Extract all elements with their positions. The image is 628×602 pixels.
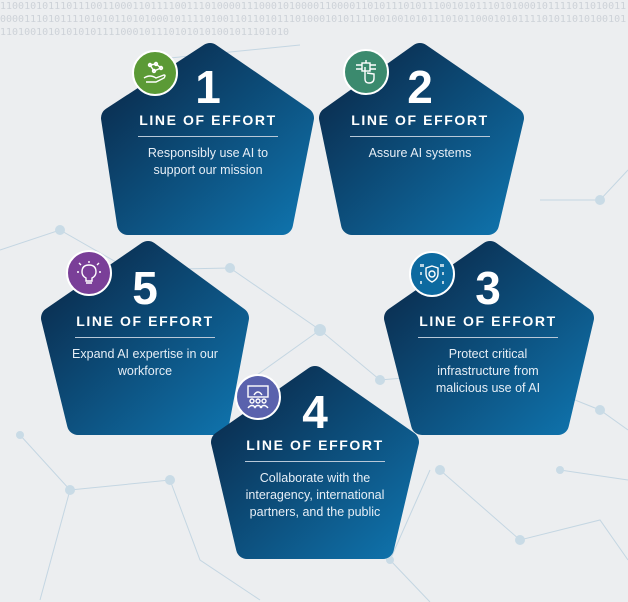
- effort-number: 3: [475, 262, 501, 314]
- people-presentation-icon: [235, 374, 281, 420]
- effort-number: 5: [132, 262, 158, 314]
- pentagon-2: [319, 43, 524, 235]
- effort-description: Expand AI expertise in our workforce: [72, 347, 218, 378]
- effort-number: 2: [407, 61, 433, 113]
- lightbulb-brain-icon: [66, 250, 112, 296]
- effort-number: 1: [195, 61, 221, 113]
- hand-network-icon: [132, 50, 178, 96]
- shield-binary-icon: [409, 251, 455, 297]
- effort-description: Protect critical infrastructure from mal…: [435, 347, 541, 395]
- divider: [75, 337, 215, 338]
- effort-label: LINE OF EFFORT: [246, 437, 384, 453]
- effort-label: LINE OF EFFORT: [419, 313, 557, 329]
- pentagon-5: [41, 241, 249, 435]
- pentagon-3: [384, 241, 594, 435]
- divider: [350, 136, 490, 137]
- line-of-effort-3: 3 LINE OF EFFORT Protect critical infras…: [388, 265, 588, 397]
- pentagon-1: [101, 43, 314, 235]
- line-of-effort-1: 1 LINE OF EFFORT Responsibly use AI to s…: [108, 64, 308, 179]
- effort-label: LINE OF EFFORT: [139, 112, 277, 128]
- divider: [245, 461, 385, 462]
- line-of-effort-2: 2 LINE OF EFFORT Assure AI systems: [320, 64, 520, 162]
- line-of-effort-5: 5 LINE OF EFFORT Expand AI expertise in …: [45, 265, 245, 380]
- touch-circuit-icon: [343, 49, 389, 95]
- effort-description: Collaborate with the interagency, intern…: [245, 471, 385, 519]
- divider: [138, 136, 278, 137]
- effort-number: 4: [302, 386, 328, 438]
- effort-description: Assure AI systems: [368, 146, 472, 160]
- divider: [418, 337, 558, 338]
- pentagon-4: [211, 366, 419, 559]
- effort-label: LINE OF EFFORT: [76, 313, 214, 329]
- line-of-effort-4: 4 LINE OF EFFORT Collaborate with the in…: [215, 389, 415, 521]
- binary-background: 1100101011101110011000110111100111010000…: [0, 1, 627, 38]
- effort-label: LINE OF EFFORT: [351, 112, 489, 128]
- effort-description: Responsibly use AI to support our missio…: [147, 146, 269, 177]
